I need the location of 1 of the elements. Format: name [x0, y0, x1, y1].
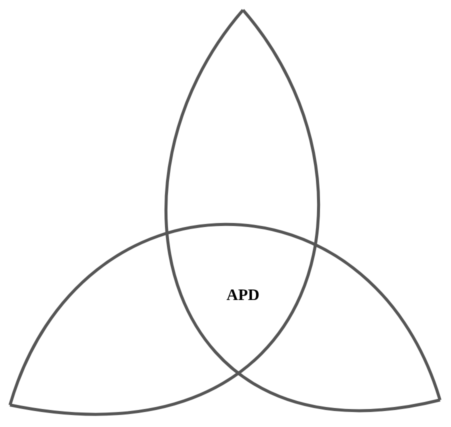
center-label: APD — [226, 287, 260, 305]
